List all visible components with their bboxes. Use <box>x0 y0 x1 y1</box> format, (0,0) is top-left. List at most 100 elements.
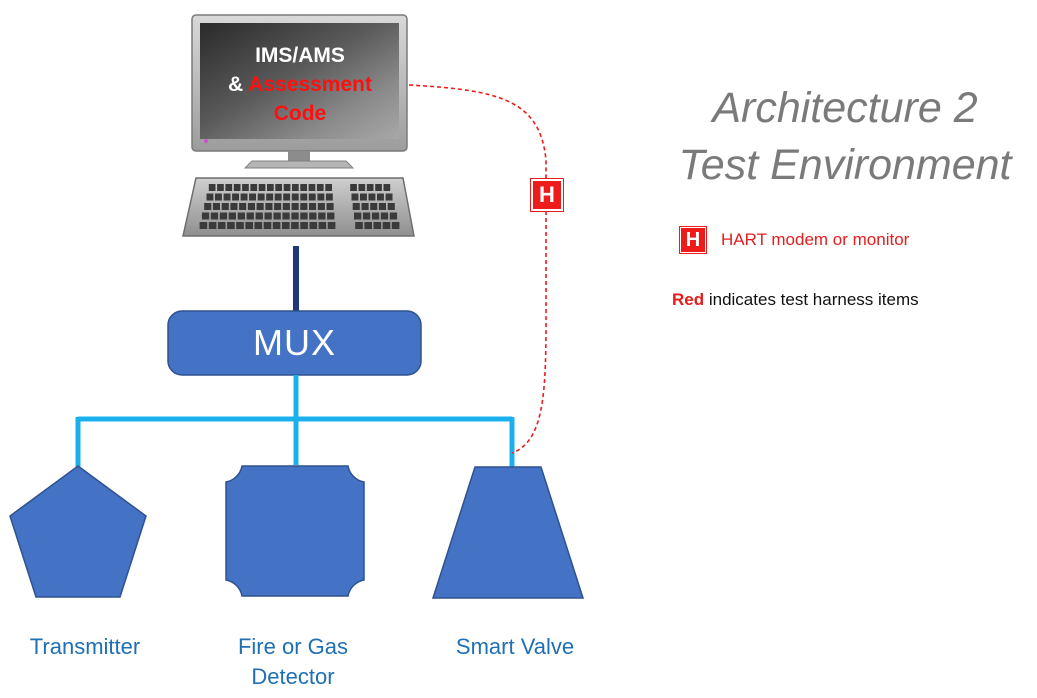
keyboard-key <box>327 212 335 220</box>
smart-valve-shape <box>431 466 585 599</box>
keyboard-key <box>249 193 256 201</box>
smart-valve-label: Smart Valve <box>455 634 575 659</box>
keyboard-key <box>370 203 378 210</box>
keyboard-key <box>317 203 325 210</box>
keyboard-key <box>371 212 380 220</box>
keyboard-key <box>364 222 372 229</box>
keyboard-key <box>267 184 274 191</box>
keyboard-key <box>208 222 217 229</box>
keyboard-key <box>358 184 366 191</box>
keyboard-key <box>391 222 400 229</box>
keyboard-key <box>389 212 398 220</box>
keyboard-key <box>272 222 281 229</box>
keyboard-key <box>223 193 231 201</box>
keyboard-key <box>326 203 334 210</box>
keyboard-key <box>309 222 318 229</box>
keyboard-key <box>300 212 308 220</box>
keyboard-key <box>318 212 326 220</box>
keyboard-key <box>283 193 291 201</box>
diagram-title-line2: Test Environment <box>678 141 1012 189</box>
keyboard-key <box>225 184 233 191</box>
keyboard-key <box>221 203 229 210</box>
keyboard-key <box>258 184 266 191</box>
keyboard-key <box>380 212 389 220</box>
keyboard-key <box>230 203 238 210</box>
keyboard-key <box>300 222 308 229</box>
keyboard-key <box>264 212 272 220</box>
keyboard-key <box>254 222 263 229</box>
keyboard-key <box>373 222 382 229</box>
fire-gas-detector-label: Fire or Gas Detector <box>203 632 383 692</box>
keyboard-key <box>308 193 316 201</box>
keyboard-key <box>219 212 228 220</box>
keyboard-key <box>255 212 263 220</box>
keyboard-key <box>256 203 264 210</box>
keyboard-key <box>291 193 299 201</box>
keyboard-key <box>292 184 299 191</box>
legend-hart-badge: H <box>679 226 707 254</box>
keyboard-key <box>263 222 272 229</box>
keyboard-key <box>355 222 363 229</box>
keyboard-key <box>366 184 374 191</box>
keyboard-key <box>246 212 254 220</box>
keyboard-key <box>282 212 290 220</box>
screen-text-assessment-word: Assessment <box>248 73 372 96</box>
keyboard-key <box>291 203 299 210</box>
keyboard-key <box>204 203 212 210</box>
screen-text-ims-ams: IMS/AMS <box>255 44 345 67</box>
keyboard-key <box>240 193 248 201</box>
keyboard-key <box>352 203 360 210</box>
keyboard-key <box>385 193 393 201</box>
keyboard-key <box>351 193 359 201</box>
screen-text-code: Code <box>273 102 327 125</box>
keyboard-key <box>217 222 226 229</box>
keyboard-key <box>354 212 362 220</box>
legend-red-text: indicates test harness items <box>704 290 919 309</box>
transmitter-shape <box>9 465 147 598</box>
keyboard-key <box>232 193 239 201</box>
keyboard-key <box>250 184 258 191</box>
keyboard-key <box>199 222 208 229</box>
keyboard-key <box>325 193 333 201</box>
keyboard-key <box>375 184 382 191</box>
keyboard-key <box>233 184 241 191</box>
keyboard-key <box>283 184 291 191</box>
computer-monitor <box>191 14 408 169</box>
keyboard-key <box>317 193 325 201</box>
keyboard-key <box>377 193 384 201</box>
keyboard-key <box>291 222 299 229</box>
keyboard-key <box>291 212 299 220</box>
transmitter-label: Transmitter <box>29 634 141 659</box>
keyboard-key <box>274 193 282 201</box>
screen-text-assessment: & Assessment <box>200 70 400 99</box>
keyboard-key <box>387 203 395 210</box>
keyboard-key <box>300 203 308 210</box>
legend-hart-text: HART modem or monitor <box>721 230 910 249</box>
legend-hart: H HART modem or monitor <box>679 226 910 254</box>
keyboard-key <box>247 203 255 210</box>
keyboard-key <box>360 193 367 201</box>
field-bus <box>75 375 515 467</box>
keyboard-key <box>368 193 376 201</box>
keyboard-key <box>382 222 391 229</box>
keyboard-key <box>309 212 317 220</box>
keyboard-key <box>300 184 307 191</box>
keyboard-key <box>245 222 253 229</box>
keyboard-key <box>227 222 235 229</box>
keyboard-key <box>217 184 224 191</box>
screen-text-ampersand: & <box>228 73 249 96</box>
keyboard-key <box>212 203 220 210</box>
keyboard-key <box>282 222 290 229</box>
keyboard-key <box>237 212 245 220</box>
keyboard-key <box>327 222 336 229</box>
monitor-screen <box>200 23 399 139</box>
keyboard-key <box>325 184 332 191</box>
keyboard-key <box>350 184 357 191</box>
fire-gas-detector-label-line1: Fire or Gas <box>237 634 349 659</box>
keyboard-key <box>265 203 273 210</box>
keyboard-key <box>228 212 236 220</box>
keyboard-key <box>316 184 324 191</box>
hart-badge: H <box>530 178 564 212</box>
keyboard-key <box>362 212 371 220</box>
